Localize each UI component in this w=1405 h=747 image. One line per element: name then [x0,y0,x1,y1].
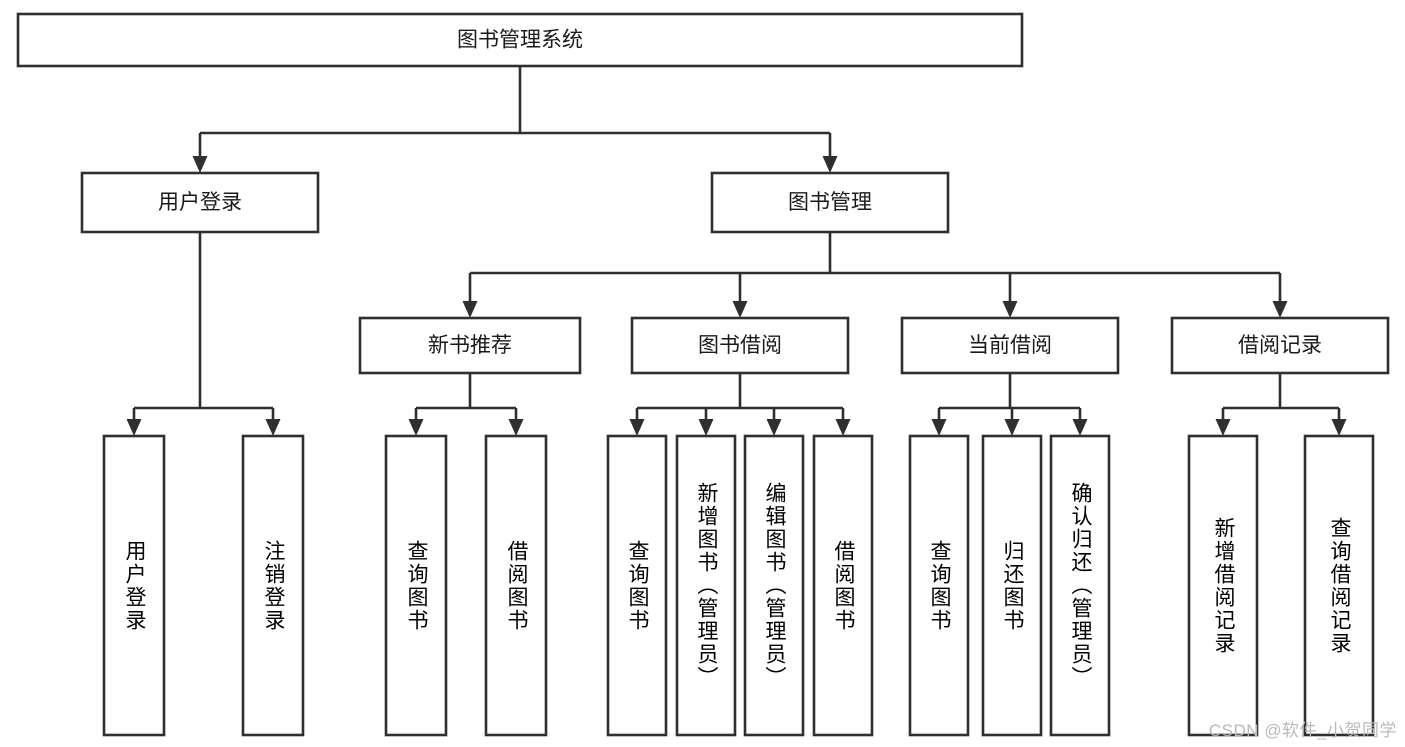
node-leaf-query-book-borrow[interactable]: 查询图书 [606,434,668,737]
node-current-borrow[interactable]: 当前借阅 [900,316,1120,375]
arrow-head-icon [192,156,208,173]
node-leaf-add-borrow-record-label: 新增借阅记录 [1212,516,1235,655]
node-leaf-borrow-book-rec-label: 借阅图书 [505,539,528,632]
node-book-manage-box[interactable] [710,171,950,234]
arrow-head-icon [462,301,478,318]
node-leaf-query-borrow-record-box[interactable] [1303,434,1375,737]
arrow-head-icon [126,419,142,436]
arrow-head-icon [1331,419,1347,436]
node-borrow-record[interactable]: 借阅记录 [1170,316,1390,375]
node-leaf-borrow-book-rec-box[interactable] [484,434,548,737]
arrow-head-icon [508,419,524,436]
node-book-manage-label: 图书管理 [788,191,872,214]
node-root-label: 图书管理系统 [457,29,583,52]
node-new-book-recommend-label: 新书推荐 [428,334,512,357]
node-layer: 图书管理系统用户登录图书管理新书推荐图书借阅当前借阅借阅记录用户登录注销登录查询… [16,12,1390,737]
node-borrow-record-label: 借阅记录 [1238,334,1322,357]
node-leaf-borrow-book-box[interactable] [812,434,874,737]
arrow-head-icon [1215,419,1231,436]
arrow-head-icon [1072,419,1088,436]
node-leaf-user-login-label-wrap: 用户登录 [123,539,146,632]
node-leaf-query-book-borrow-label-wrap: 查询图书 [626,539,649,632]
arrow-head-icon [732,301,748,318]
arrow-head-icon [265,419,281,436]
node-book-manage[interactable]: 图书管理 [710,171,950,234]
node-book-borrow[interactable]: 图书借阅 [630,316,850,375]
node-leaf-query-borrow-record-label: 查询借阅记录 [1328,516,1351,655]
node-leaf-edit-book-admin-box[interactable] [743,434,805,737]
node-leaf-borrow-book-label: 借阅图书 [832,539,855,632]
node-leaf-query-book-rec-label: 查询图书 [405,539,428,632]
node-leaf-add-borrow-record[interactable]: 新增借阅记录 [1187,434,1259,737]
node-leaf-query-book-rec[interactable]: 查询图书 [384,434,448,737]
node-leaf-return-book-label: 归还图书 [1001,539,1024,632]
node-root-box[interactable] [16,12,1024,68]
node-leaf-add-book-admin-label-wrap: 新增图书（管理员） [695,482,718,689]
node-leaf-add-borrow-record-label-wrap: 新增借阅记录 [1212,516,1235,655]
node-leaf-confirm-return-admin-label-wrap: 确认归还（管理员） [1069,482,1092,689]
node-book-borrow-box[interactable] [630,316,850,375]
node-leaf-logout-box[interactable] [241,434,305,737]
node-leaf-confirm-return-admin-label: 确认归还（管理员） [1069,482,1092,689]
node-leaf-edit-book-admin-label: 编辑图书（管理员） [763,482,786,689]
node-leaf-query-book-rec-box[interactable] [384,434,448,737]
node-leaf-user-login[interactable]: 用户登录 [102,434,166,737]
node-leaf-logout-label: 注销登录 [262,539,285,632]
node-leaf-add-book-admin[interactable]: 新增图书（管理员） [675,434,737,737]
arrow-head-icon [1272,301,1288,318]
node-leaf-add-borrow-record-box[interactable] [1187,434,1259,737]
node-leaf-query-book-current[interactable]: 查询图书 [908,434,970,737]
node-leaf-edit-book-admin[interactable]: 编辑图书（管理员） [743,434,805,737]
arrow-head-icon [698,419,714,436]
node-new-book-recommend[interactable]: 新书推荐 [358,316,582,375]
node-leaf-add-book-admin-box[interactable] [675,434,737,737]
arrow-head-icon [629,419,645,436]
node-leaf-logout-label-wrap: 注销登录 [262,539,285,632]
node-leaf-query-borrow-record-label-wrap: 查询借阅记录 [1328,516,1351,655]
node-borrow-record-box[interactable] [1170,316,1390,375]
node-book-borrow-label: 图书借阅 [698,334,782,357]
node-leaf-query-book-current-label-wrap: 查询图书 [928,539,951,632]
node-user-login-box[interactable] [80,171,320,234]
node-leaf-borrow-book-rec[interactable]: 借阅图书 [484,434,548,737]
connector-layer [126,66,1347,436]
arrow-head-icon [931,419,947,436]
node-leaf-query-book-borrow-label: 查询图书 [626,539,649,632]
node-leaf-borrow-book-rec-label-wrap: 借阅图书 [505,539,528,632]
node-leaf-user-login-box[interactable] [102,434,166,737]
node-leaf-query-book-current-box[interactable] [908,434,970,737]
node-leaf-query-book-rec-label-wrap: 查询图书 [405,539,428,632]
node-leaf-return-book-label-wrap: 归还图书 [1001,539,1024,632]
node-leaf-return-book[interactable]: 归还图书 [981,434,1043,737]
node-leaf-add-book-admin-label: 新增图书（管理员） [695,482,718,689]
arrow-head-icon [766,419,782,436]
node-user-login[interactable]: 用户登录 [80,171,320,234]
node-leaf-borrow-book-label-wrap: 借阅图书 [832,539,855,632]
node-leaf-user-login-label: 用户登录 [123,539,146,632]
arrow-head-icon [822,156,838,173]
node-leaf-borrow-book[interactable]: 借阅图书 [812,434,874,737]
arrow-head-icon [1002,301,1018,318]
node-user-login-label: 用户登录 [158,191,242,214]
node-leaf-query-book-current-label: 查询图书 [928,539,951,632]
node-leaf-confirm-return-admin[interactable]: 确认归还（管理员） [1049,434,1111,737]
node-leaf-confirm-return-admin-box[interactable] [1049,434,1111,737]
node-current-borrow-box[interactable] [900,316,1120,375]
arrow-head-icon [408,419,424,436]
node-root[interactable]: 图书管理系统 [16,12,1024,68]
node-leaf-return-book-box[interactable] [981,434,1043,737]
node-new-book-recommend-box[interactable] [358,316,582,375]
node-leaf-query-book-borrow-box[interactable] [606,434,668,737]
arrow-head-icon [835,419,851,436]
node-leaf-query-borrow-record[interactable]: 查询借阅记录 [1303,434,1375,737]
arrow-head-icon [1004,419,1020,436]
node-current-borrow-label: 当前借阅 [968,334,1052,357]
node-leaf-edit-book-admin-label-wrap: 编辑图书（管理员） [763,482,786,689]
node-leaf-logout[interactable]: 注销登录 [241,434,305,737]
